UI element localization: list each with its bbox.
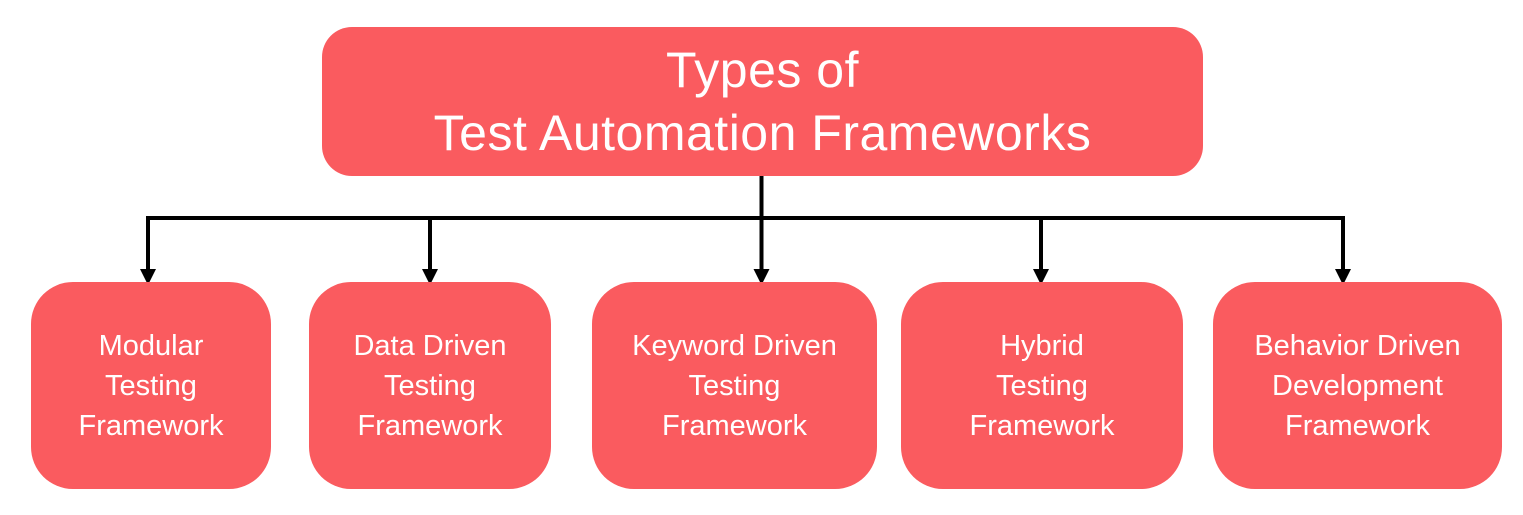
arrowhead-5 [1335,269,1351,285]
arrowhead-4 [1033,269,1049,285]
node-modular-testing-framework: Modular Testing Framework [31,282,271,489]
arrowhead-1 [140,269,156,285]
node-keyword-driven-testing-framework: Keyword Driven Testing Framework [592,282,877,489]
node-label: Data Driven Testing Framework [353,329,507,442]
node-data-driven-testing-framework: Data Driven Testing Framework [309,282,551,489]
node-label: Modular Testing Framework [78,329,224,442]
arrowhead-2 [422,269,438,285]
node-label: Hybrid Testing Framework [969,329,1115,442]
node-behavior-driven-development-framework: Behavior Driven Development Framework [1213,282,1502,489]
node-label: Behavior Driven Development Framework [1254,329,1461,442]
node-hybrid-testing-framework: Hybrid Testing Framework [901,282,1183,489]
arrowhead-3 [753,269,770,285]
node-label: Keyword Driven Testing Framework [632,329,837,442]
root-node-types-of-test-automation-frameworks: Types of Test Automation Frameworks [322,27,1203,176]
root-node-label: Types of Test Automation Frameworks [433,41,1092,161]
